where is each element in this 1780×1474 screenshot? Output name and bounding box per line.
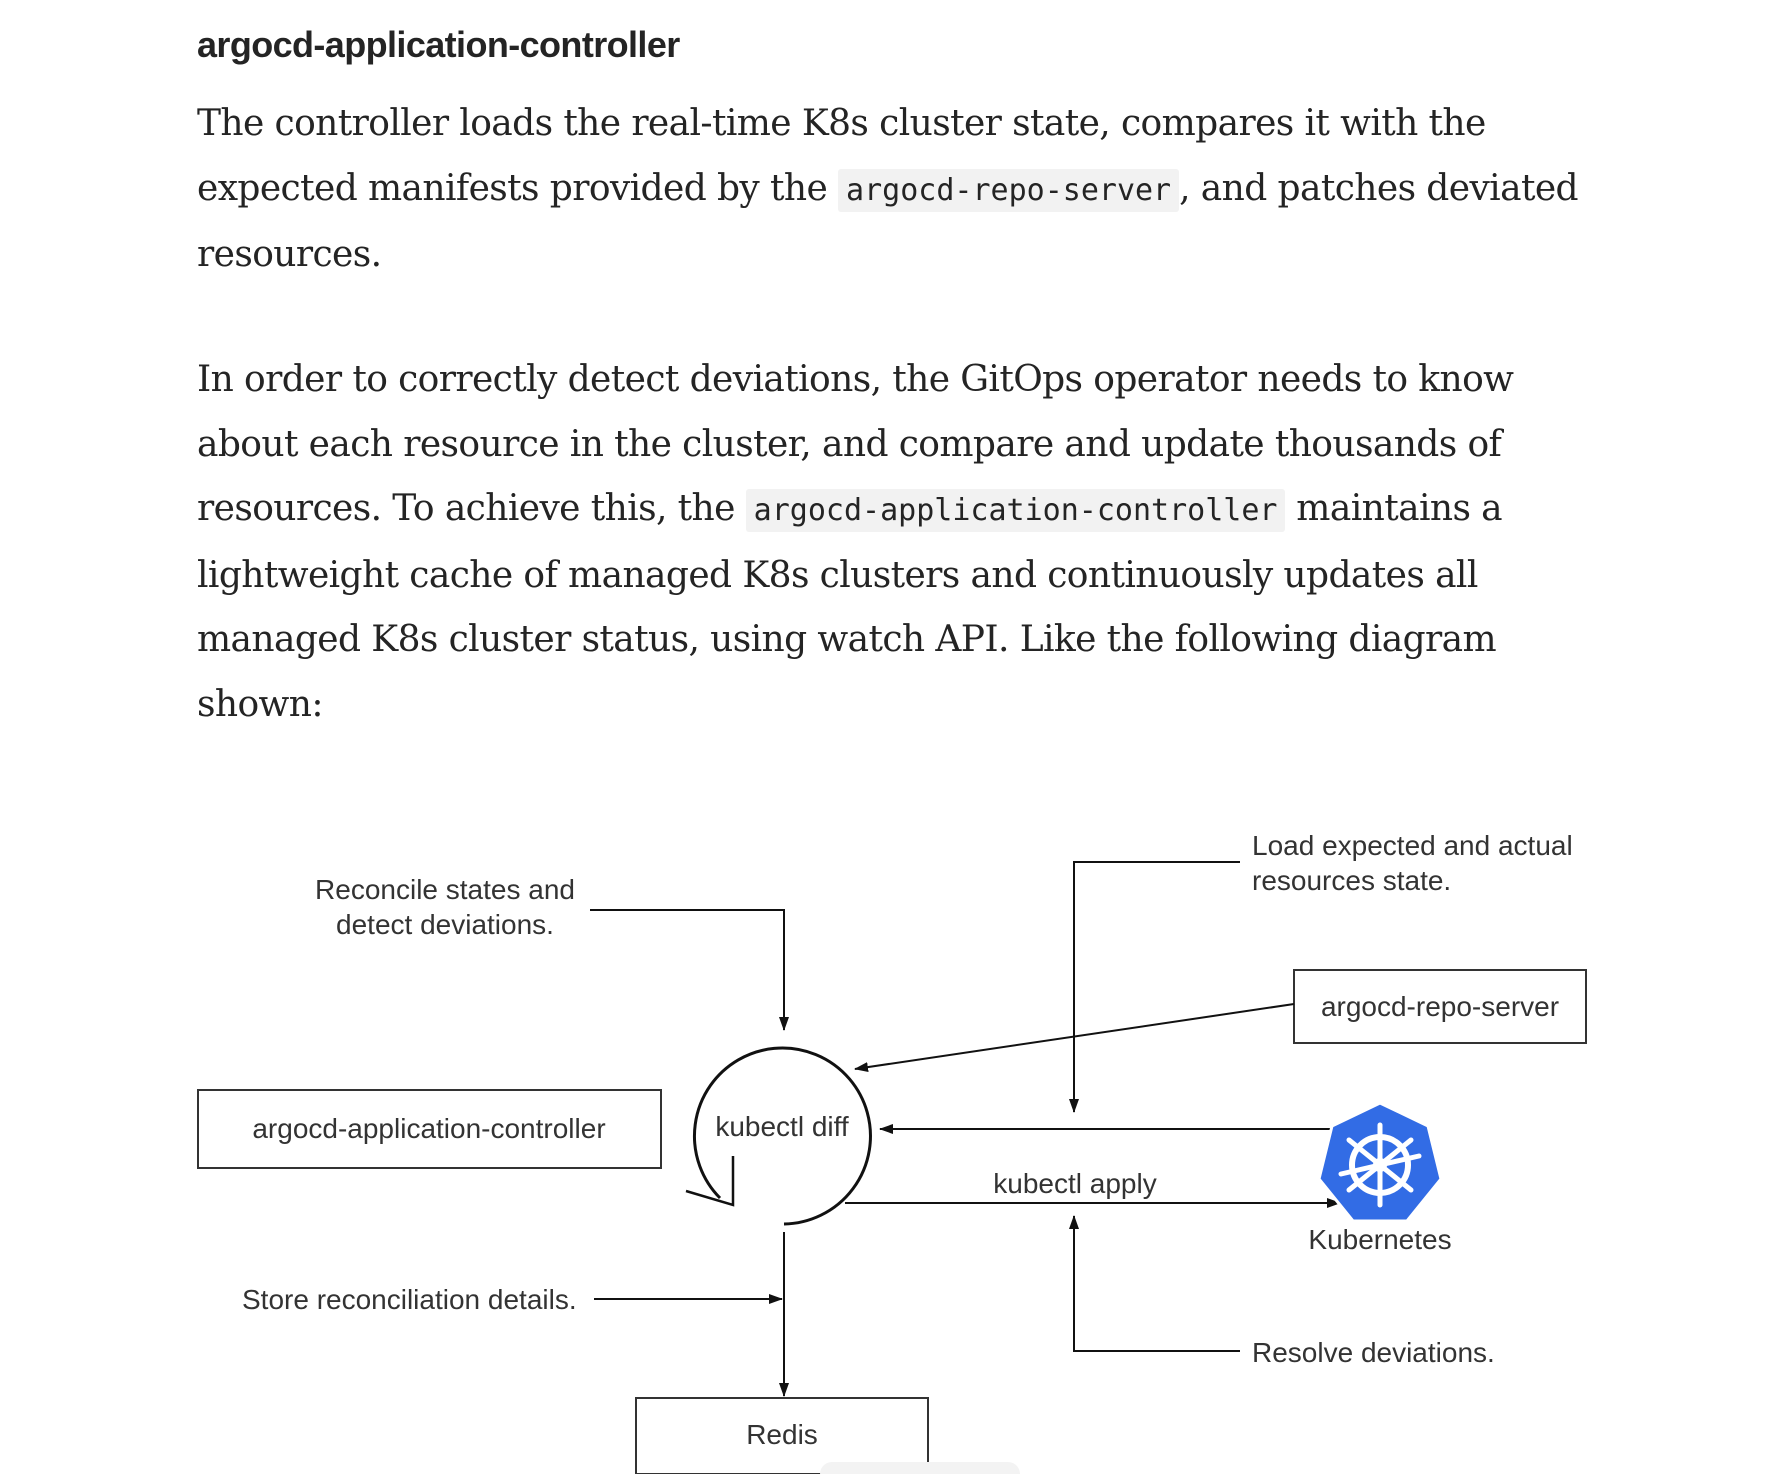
label-reconcile-line1: Reconcile states and: [315, 874, 575, 905]
paragraph-text: In order to correctly detect deviations,…: [197, 359, 1514, 529]
arrow-load: [1069, 861, 1240, 1113]
label-resolve: Resolve deviations.: [1252, 1337, 1495, 1368]
section-heading: argocd-application-controller: [197, 24, 680, 65]
arrow-repo-to-diff: [854, 1003, 1295, 1073]
arrow-resolve: [1069, 1215, 1240, 1352]
paragraph-text: , and patches deviated resources.: [197, 167, 1579, 276]
paragraph-controller-intro: The controller loads the real-time K8s c…: [197, 92, 1617, 288]
kubectl-diff-label: kubectl diff: [715, 1111, 849, 1142]
repo-server-box: argocd-repo-server: [1293, 969, 1587, 1044]
paragraph-text: The controller loads the real-time K8s c…: [197, 103, 1486, 209]
app-controller-label: argocd-application-controller: [252, 1113, 605, 1144]
bottom-floating-bar-edge: [820, 1462, 1020, 1474]
kubectl-apply-label: kubectl apply: [993, 1168, 1156, 1199]
arrow-reconcile: [590, 909, 789, 1031]
redis-label: Redis: [746, 1419, 818, 1450]
kubectl-diff-loop: kubectl diff: [685, 1046, 872, 1226]
inline-code-repo-server: argocd-repo-server: [838, 168, 1180, 212]
paragraph-deviation-detection: In order to correctly detect deviations,…: [197, 348, 1617, 737]
label-reconcile-line2: detect deviations.: [336, 909, 554, 940]
label-load-line2: resources state.: [1252, 865, 1451, 896]
app-controller-box: argocd-application-controller: [197, 1089, 662, 1169]
repo-server-label: argocd-repo-server: [1321, 991, 1559, 1022]
label-load-line1: Load expected and actual: [1252, 830, 1573, 861]
kubernetes-helm-icon: [1317, 1101, 1443, 1223]
kubernetes-label: Kubernetes: [1308, 1224, 1451, 1255]
label-store: Store reconciliation details.: [242, 1284, 577, 1315]
paragraph-text: maintains a lightweight cache of managed…: [197, 488, 1503, 725]
inline-code-app-controller: argocd-application-controller: [745, 489, 1286, 532]
